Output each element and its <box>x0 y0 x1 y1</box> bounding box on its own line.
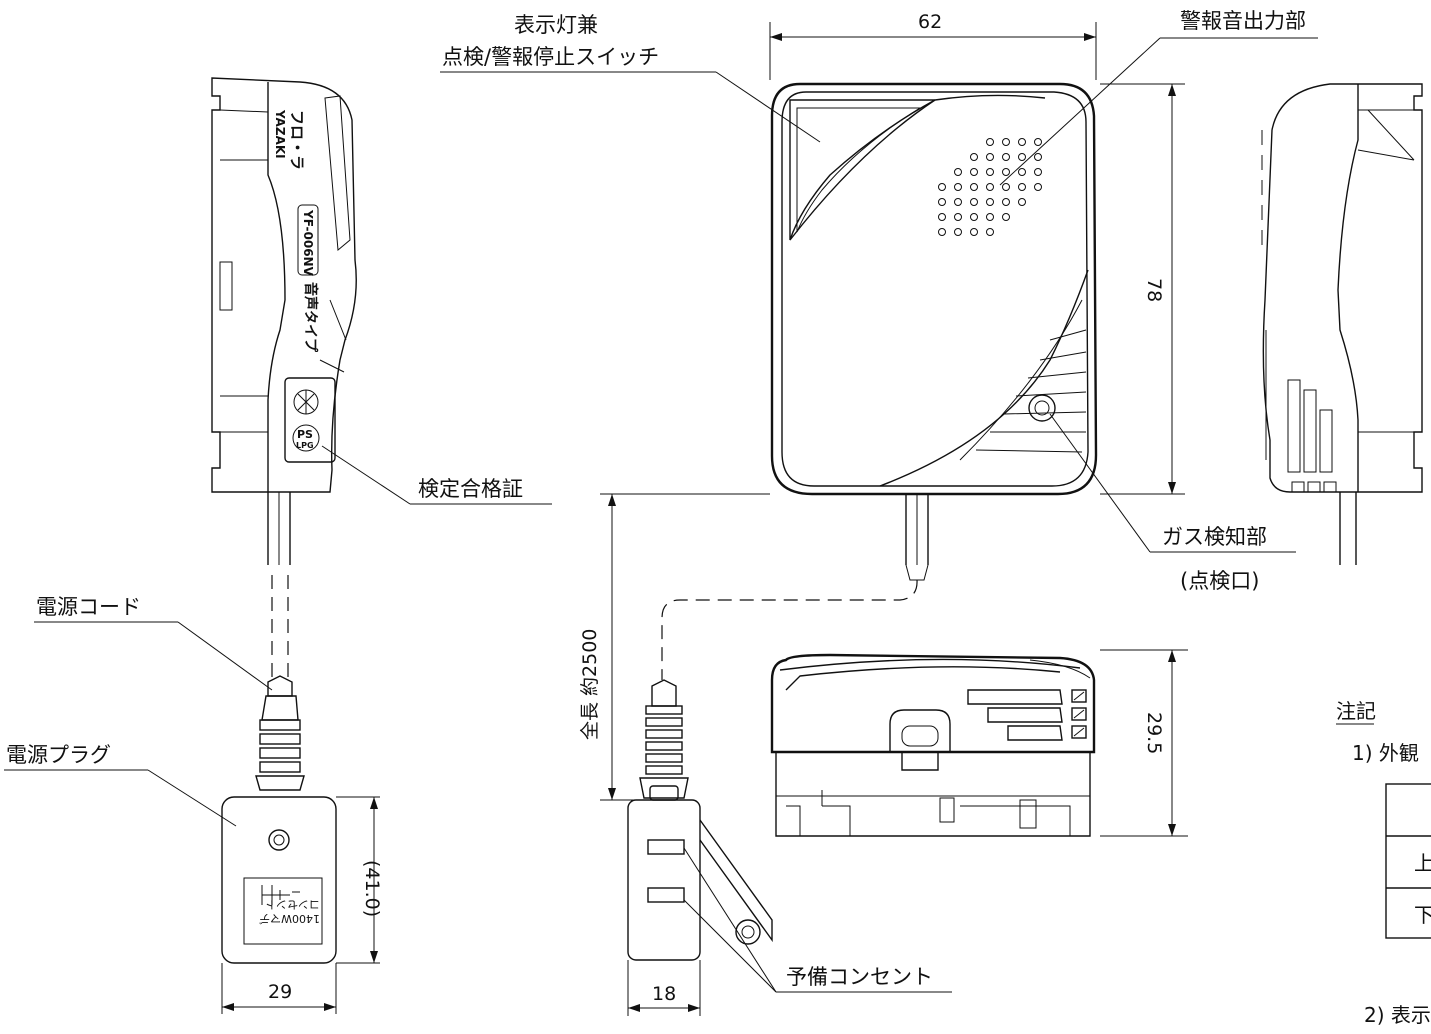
height-text: 78 <box>1143 278 1165 302</box>
ps-text: PS <box>297 428 313 441</box>
speaker-holes <box>938 138 1042 236</box>
brand-text: YAZAKI <box>273 109 287 159</box>
side-plug-view <box>627 679 773 961</box>
plug-width-dim: 29 <box>221 963 337 1014</box>
lpg-text: LPG <box>296 441 314 450</box>
side-plug-width-dim: 18 <box>627 960 701 1016</box>
height-dim: 78 <box>1100 83 1185 495</box>
notes-row2: 上 <box>1414 851 1431 875</box>
cord-route <box>661 579 918 680</box>
plug-text-2: コンセント <box>265 898 320 911</box>
voice-type-label: 音声タイプ <box>302 282 319 353</box>
cord-length-dim: 全長 約2500 <box>579 493 770 801</box>
front-view <box>770 82 1098 581</box>
bottom-view <box>770 653 1096 837</box>
power-plug-label: 電源プラグ <box>6 743 111 767</box>
callout-leaders <box>4 37 1318 993</box>
brand-jp-text: フロ・ラ <box>288 110 306 170</box>
cert-badge: PS LPG <box>284 377 336 463</box>
inspect-port-label: (点検口) <box>1180 569 1259 593</box>
left-plug-view: 1400Wマデ コンセント <box>221 675 337 964</box>
width-text: 62 <box>918 11 942 33</box>
notes-row3: 下 <box>1414 903 1431 927</box>
power-cord-label: 電源コード <box>36 595 141 619</box>
plug-height-dim: (41.0) <box>336 796 383 964</box>
alarm-output-label: 警報音出力部 <box>1180 9 1306 33</box>
plug-width-text: 29 <box>268 981 292 1003</box>
indicator-label-1: 表示灯兼 <box>514 13 598 37</box>
notes-item1: 1) 外観 <box>1352 741 1419 765</box>
model-label: YF-006NV <box>301 209 315 277</box>
spare-outlet-label: 予備コンセント <box>786 965 933 989</box>
brand-logo: フロ・ラ YAZAKI <box>273 109 306 170</box>
plug-text-1: 1400Wマデ <box>259 912 320 926</box>
depth-dim: 29.5 <box>1100 649 1188 837</box>
notes-section: 注記 1) 外観 上 下 2) 表示 <box>1336 699 1431 1027</box>
gas-detect-label: ガス検知部 <box>1162 525 1267 549</box>
depth-text: 29.5 <box>1143 712 1165 754</box>
right-side-view <box>1261 83 1423 565</box>
width-dim: 62 <box>769 11 1097 80</box>
cord-length-text: 全長 約2500 <box>579 629 601 740</box>
plug-height-text: (41.0) <box>361 860 383 917</box>
notes-title: 注記 <box>1336 699 1376 723</box>
indicator-label-2: 点検/警報停止スイッチ <box>442 45 659 69</box>
notes-item2: 2) 表示 <box>1364 1003 1431 1027</box>
side-plug-width-text: 18 <box>652 983 676 1005</box>
left-side-view: フロ・ラ YAZAKI YF-006NV 音声タイプ PS LPG <box>211 77 357 565</box>
cert-label: 検定合格証 <box>418 477 523 501</box>
